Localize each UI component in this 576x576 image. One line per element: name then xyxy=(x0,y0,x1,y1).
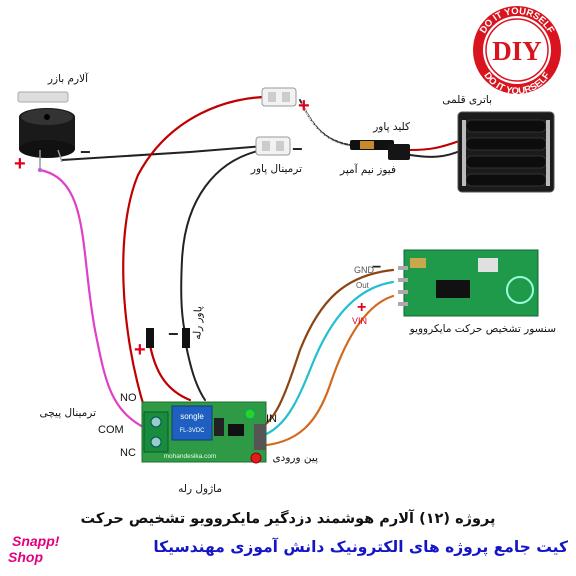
relay-component xyxy=(171,405,213,441)
fuse xyxy=(350,140,394,150)
wire-sensor-out xyxy=(253,280,395,440)
sensor-minus-sign: − xyxy=(372,259,381,276)
wire-power-red-no xyxy=(122,95,270,412)
wire-relay-power-plus xyxy=(148,343,192,402)
wire-buzzer-negative xyxy=(61,145,266,161)
power-terminal-bottom xyxy=(255,136,291,156)
relay-power-plus-connector xyxy=(146,328,154,348)
wire-switch-battery-red xyxy=(409,139,463,151)
shop-logo-line1: Snapp! xyxy=(12,533,60,549)
pin-label-out: Out xyxy=(356,281,370,290)
power-switch-label: کلید پاور xyxy=(372,121,410,133)
relay-power-minus-sign: − xyxy=(168,324,179,344)
battery-label: باتری قلمی xyxy=(442,94,492,106)
battery-holder xyxy=(457,111,555,193)
badge-center-text: DIY xyxy=(492,36,542,66)
shop-logo-line2: Shop xyxy=(8,549,43,565)
power-terminal-label: ترمینال پاور xyxy=(250,163,302,175)
relay-model-text: FL-3VDC xyxy=(179,428,205,434)
relay-power-minus-connector xyxy=(182,328,190,348)
led-green xyxy=(244,408,256,420)
board-site-text: mohandesika.com xyxy=(164,453,217,460)
fuse-label: فیوز نیم آمپر xyxy=(339,163,396,176)
pin-label-vin: VIN xyxy=(352,316,367,326)
led-red xyxy=(250,452,262,464)
pin-label-nc: NC xyxy=(120,447,136,459)
shop-logo: Snapp! Shop xyxy=(6,533,66,569)
buzzer-minus-sign: − xyxy=(80,142,91,162)
wire-sensor-gnd xyxy=(253,268,395,432)
pin-label-no: NO xyxy=(120,392,137,404)
caption-subtitle: کیت جامع پروژه های الکترونیک دانش آموزی … xyxy=(153,538,568,556)
diy-badge: DO IT YOURSELF DO IT YOURSELF DIY xyxy=(473,6,561,97)
wire-switch-battery-black xyxy=(409,149,463,158)
relay-power-label: پاور رله xyxy=(191,306,204,340)
terminal-minus-sign: − xyxy=(292,139,303,159)
relay-module: songle FL-3VDC mohandesika.com xyxy=(141,401,267,464)
buzzer xyxy=(17,91,75,173)
wire-power-black-relay xyxy=(180,149,263,339)
wire-relay-power-minus xyxy=(185,344,206,401)
pin-label-in: IN xyxy=(266,413,277,425)
relay-module-label: ماژول رله xyxy=(178,483,222,495)
wires xyxy=(38,95,463,448)
buzzer-plus-sign: + xyxy=(14,153,26,175)
relay-power-plus-sign: + xyxy=(134,339,146,361)
wire-sensor-vin xyxy=(253,294,395,448)
screw-terminal-label: ترمینال پیچی xyxy=(40,407,97,419)
caption-title: پروژه (۱۲) آلارم هوشمند دزدگیر مایکروویو… xyxy=(80,511,496,527)
buzzer-label: آلارم بازر xyxy=(47,72,89,85)
input-pin-label: پین ورودی xyxy=(272,452,318,464)
relay-brand-text: songle xyxy=(180,412,204,421)
terminal-plus-sign: + xyxy=(298,95,310,117)
wire-buzzer-positive xyxy=(38,168,147,430)
sensor-plus-sign: + xyxy=(357,299,366,316)
power-switch xyxy=(388,144,410,160)
microwave-sensor xyxy=(398,249,539,317)
pin-label-gnd: GND xyxy=(354,265,375,275)
pin-label-com: COM xyxy=(98,424,124,436)
wire-twisted-to-fuse-b xyxy=(301,103,353,148)
sensor-label: سنسور تشخیص حرکت مایکروویو xyxy=(409,323,556,335)
power-terminal-top xyxy=(261,87,297,107)
